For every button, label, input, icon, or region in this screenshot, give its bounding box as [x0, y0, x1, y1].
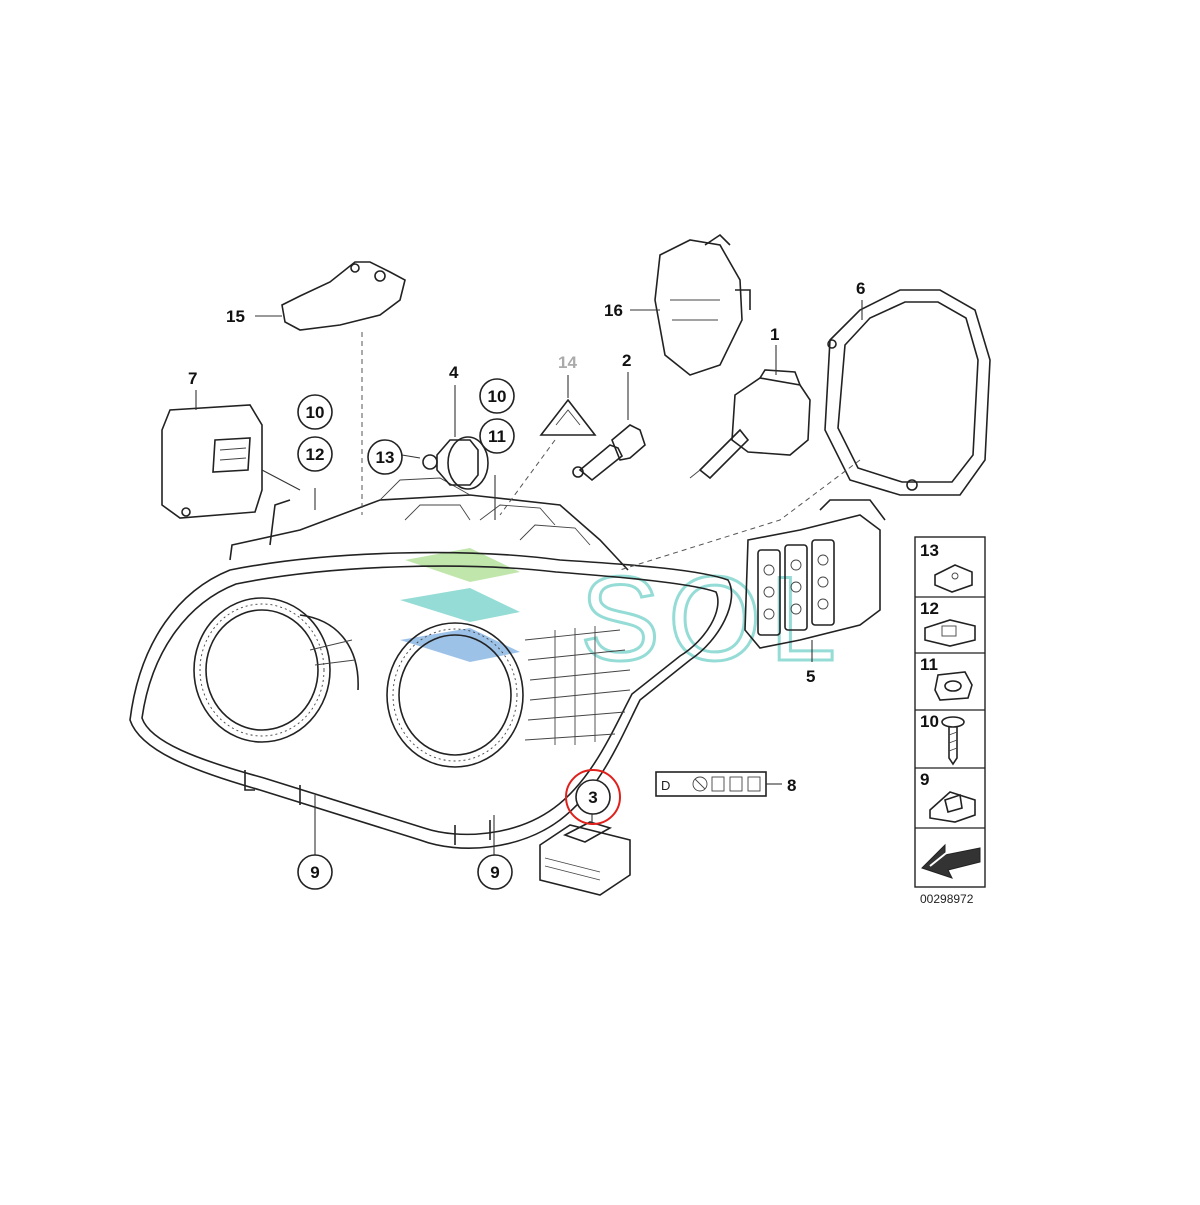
circle-label: 9: [490, 863, 499, 882]
part-8-info-label: D: [655, 771, 782, 797]
legend-item-label: 10: [920, 712, 939, 731]
callout-circle: 9: [477, 854, 513, 890]
screw-icon: [941, 716, 965, 766]
circle-label: 3: [588, 788, 597, 807]
circle-label: 12: [306, 445, 325, 464]
callout-circle: 13: [367, 439, 403, 475]
legend-item-label: 9: [920, 770, 929, 789]
label-5: 5: [806, 667, 815, 686]
spring-clip-icon: [924, 619, 976, 647]
callout-circle: 10: [479, 378, 515, 414]
watermark-text: SOL: [580, 552, 844, 686]
legend-item-label: 13: [920, 541, 939, 560]
label-7: 7: [188, 369, 197, 388]
label-14: 14: [558, 353, 577, 372]
washer-icon: [934, 671, 973, 701]
callout-circle-highlighted: 3: [565, 769, 621, 825]
label-1: 1: [770, 325, 779, 344]
part-15-cover: [255, 261, 406, 515]
part-14-warning-label: [499, 375, 597, 516]
circle-label: 9: [310, 863, 319, 882]
clip-nut-icon: [929, 791, 976, 823]
part-2-bulb: [572, 372, 646, 482]
part-3-igniter: [539, 808, 631, 896]
label-16: 16: [604, 301, 623, 320]
callout-circle: 12: [297, 436, 333, 472]
headlight-housing: [129, 477, 733, 849]
part-1-xenon-bulb: [689, 345, 811, 480]
circle-label: 13: [376, 448, 395, 467]
direction-arrow-icon: [921, 843, 981, 879]
part-16-cap: [630, 233, 751, 376]
svg-text:D: D: [661, 778, 670, 793]
legend-item-label: 11: [920, 655, 938, 674]
part-7-module: [161, 390, 301, 519]
label-6: 6: [856, 279, 865, 298]
part-6-gasket-frame: [619, 289, 991, 571]
part-4-bulb: [422, 385, 489, 490]
circle-label: 10: [306, 403, 325, 422]
circle-label: 11: [488, 427, 506, 446]
callout-circle: 9: [297, 854, 333, 890]
label-15: 15: [226, 307, 245, 326]
clip-nut-icon: [934, 564, 973, 593]
label-2: 2: [622, 351, 631, 370]
label-4: 4: [449, 363, 459, 382]
circle-label: 10: [488, 387, 507, 406]
label-8: 8: [787, 776, 796, 795]
callout-circle: 10: [297, 394, 333, 430]
fastener-legend: 13 12 11 10 9: [914, 536, 986, 888]
legend-item-label: 12: [920, 599, 939, 618]
diagram-number: 00298972: [920, 892, 974, 906]
part-5-control-unit: [744, 499, 886, 662]
callout-circle: 11: [479, 418, 515, 454]
watermark: SOL: [400, 548, 844, 688]
